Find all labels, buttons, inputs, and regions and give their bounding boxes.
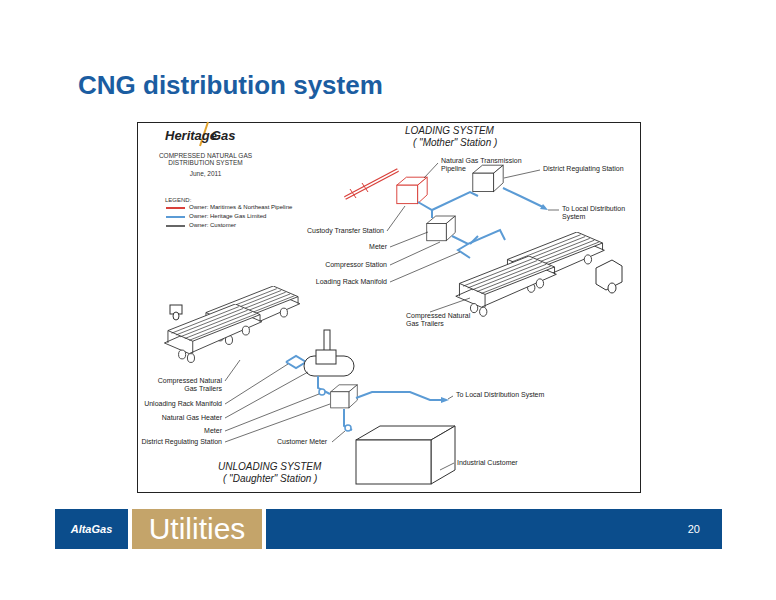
callout-label: To Local Distribution System — [456, 391, 544, 399]
callout-label: Natural Gas Transmission Pipeline — [441, 157, 523, 173]
callout-label: To Local Distribution System — [562, 205, 632, 221]
callout-label: Compressed Natural Gas Trailers — [156, 377, 222, 393]
legend-text: Owner: Maritimes & Northeast Pipeline — [189, 204, 292, 211]
legend-heading: LEGEND: — [165, 197, 191, 204]
callout-label: Compressed Natural Gas Trailers — [406, 312, 476, 328]
footer-text: Utilities — [149, 512, 246, 546]
callout-label: Industrial Customer — [457, 459, 518, 467]
callout-label: District Regulating Station — [543, 165, 624, 173]
drawing-title: COMPRESSED NATURAL GAS DISTRIBUTION SYST… — [158, 152, 253, 166]
callout-label: Natural Gas Heater — [162, 414, 222, 422]
footer-band: 20 — [266, 509, 722, 549]
drawing-date: June, 2011 — [158, 170, 253, 177]
callout-label: Meter — [369, 243, 387, 251]
callout-label: Compressor Station — [325, 261, 387, 269]
callout-label: Custody Transfer Station — [307, 227, 384, 235]
callout-label: District Regulating Station — [141, 438, 222, 446]
logo-text: Gas — [211, 128, 236, 143]
brand-block: AltaGas — [55, 509, 128, 549]
system-subheading: ( "Daughter" Station ) — [223, 473, 317, 485]
callout-label: Customer Meter — [277, 438, 327, 446]
system-heading: LOADING SYSTEM — [405, 125, 494, 137]
callout-label: Unloading Rack Manifold — [144, 400, 222, 408]
legend-text: Owner: Customer — [189, 222, 236, 229]
division-block: Utilities — [132, 509, 262, 549]
slide-title: CNG distribution system — [78, 70, 383, 101]
footer-text: AltaGas — [71, 523, 113, 535]
legend-text: Owner: Heritage Gas Limited — [189, 213, 266, 220]
legend-line — [166, 216, 185, 218]
legend-line — [166, 225, 185, 227]
logo-text: Heritage — [165, 128, 217, 143]
callout-label: Meter — [204, 427, 222, 435]
legend-line — [166, 207, 185, 209]
callout-label: Loading Rack Manifold — [316, 278, 387, 286]
system-heading: UNLOADING SYSTEM — [218, 461, 321, 473]
footer-text: 20 — [688, 523, 700, 535]
system-subheading: ( "Mother" Station ) — [413, 137, 497, 149]
